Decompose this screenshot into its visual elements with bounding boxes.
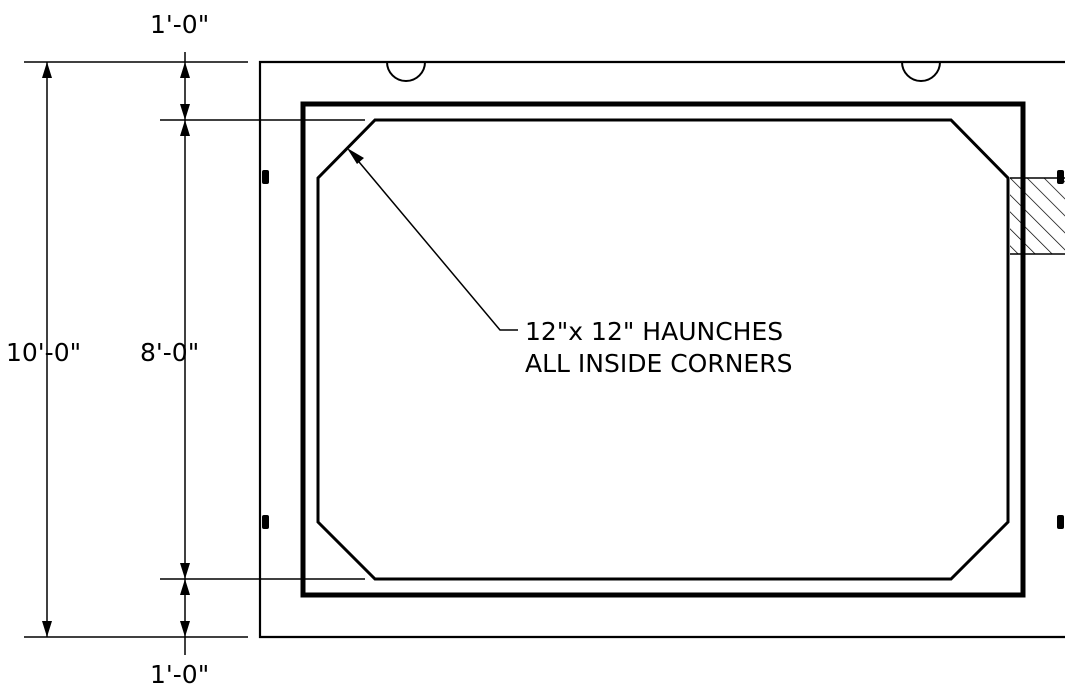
lifting-notch-left [386, 61, 426, 82]
joint-key-left-upper [262, 170, 269, 184]
haunch-leader-line [348, 149, 518, 331]
inside-opening-with-haunches [316, 118, 1010, 581]
arrowhead-top-slab-lower [180, 104, 190, 120]
dimension-label-top-slab: 1'-0" [150, 10, 210, 39]
joint-key-right-lower [1057, 515, 1064, 529]
haunch-leader-arrowhead [347, 148, 364, 164]
haunch-note: 12"x 12" HAUNCHES ALL INSIDE CORNERS [525, 316, 792, 380]
arrowhead-overall-bottom [42, 621, 52, 637]
joint-key-left-lower [262, 515, 269, 529]
extension-lines [24, 61, 365, 638]
dimension-label-bottom-slab: 1'-0" [150, 660, 210, 689]
outer-concrete-outline [258, 60, 1065, 639]
haunch-note-line-2: ALL INSIDE CORNERS [525, 349, 793, 378]
hatched-wall-opening [1010, 178, 1065, 254]
dimension-label-overall-height: 10'-0" [6, 338, 82, 367]
reinforcement-outline [300, 101, 1026, 598]
arrowhead-inside-bottom [180, 563, 190, 579]
arrowhead-bottom-slab-upper [180, 579, 190, 595]
lifting-notch-right [901, 61, 941, 82]
haunch-note-line-1: 12"x 12" HAUNCHES [525, 317, 784, 346]
dimension-label-inside-height: 8'-0" [140, 338, 200, 367]
arrowhead-overall-top [42, 62, 52, 78]
arrowhead-inside-top [180, 120, 190, 136]
joint-key-right-upper [1057, 170, 1064, 184]
arrowhead-bottom-slab-lower [180, 621, 190, 637]
arrowhead-top-slab-upper [180, 62, 190, 78]
